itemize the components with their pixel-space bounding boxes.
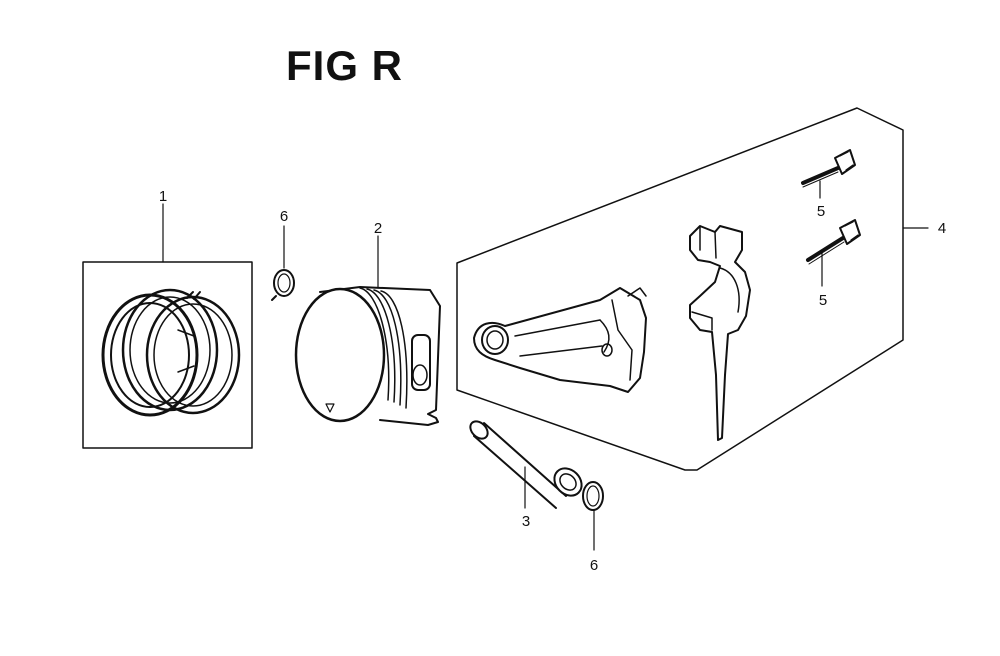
callout-6-upper: 6 bbox=[280, 208, 288, 225]
figure-title: FIG R bbox=[286, 42, 403, 89]
piston-icon bbox=[294, 286, 441, 426]
callout-5-upper: 5 bbox=[817, 203, 825, 220]
rod-bolt-icon bbox=[806, 219, 861, 265]
callout-3: 3 bbox=[522, 513, 530, 530]
callout-2: 2 bbox=[374, 220, 382, 237]
piston-pin-icon bbox=[469, 420, 583, 509]
leader-lines bbox=[162, 180, 929, 551]
connecting-rod-assembly-icon bbox=[456, 107, 904, 471]
callout-labels: 1 2 3 4 5 5 6 6 bbox=[159, 188, 946, 574]
callout-1: 1 bbox=[159, 188, 167, 205]
callout-5-lower: 5 bbox=[819, 292, 827, 309]
piston-pin-clip-icon bbox=[271, 269, 295, 301]
rod-bolt-icon bbox=[801, 149, 856, 188]
piston-ring-set-icon bbox=[82, 261, 253, 449]
callout-6-lower: 6 bbox=[590, 557, 598, 574]
piston-pin-clip-icon bbox=[582, 481, 604, 511]
callout-4: 4 bbox=[938, 220, 946, 237]
